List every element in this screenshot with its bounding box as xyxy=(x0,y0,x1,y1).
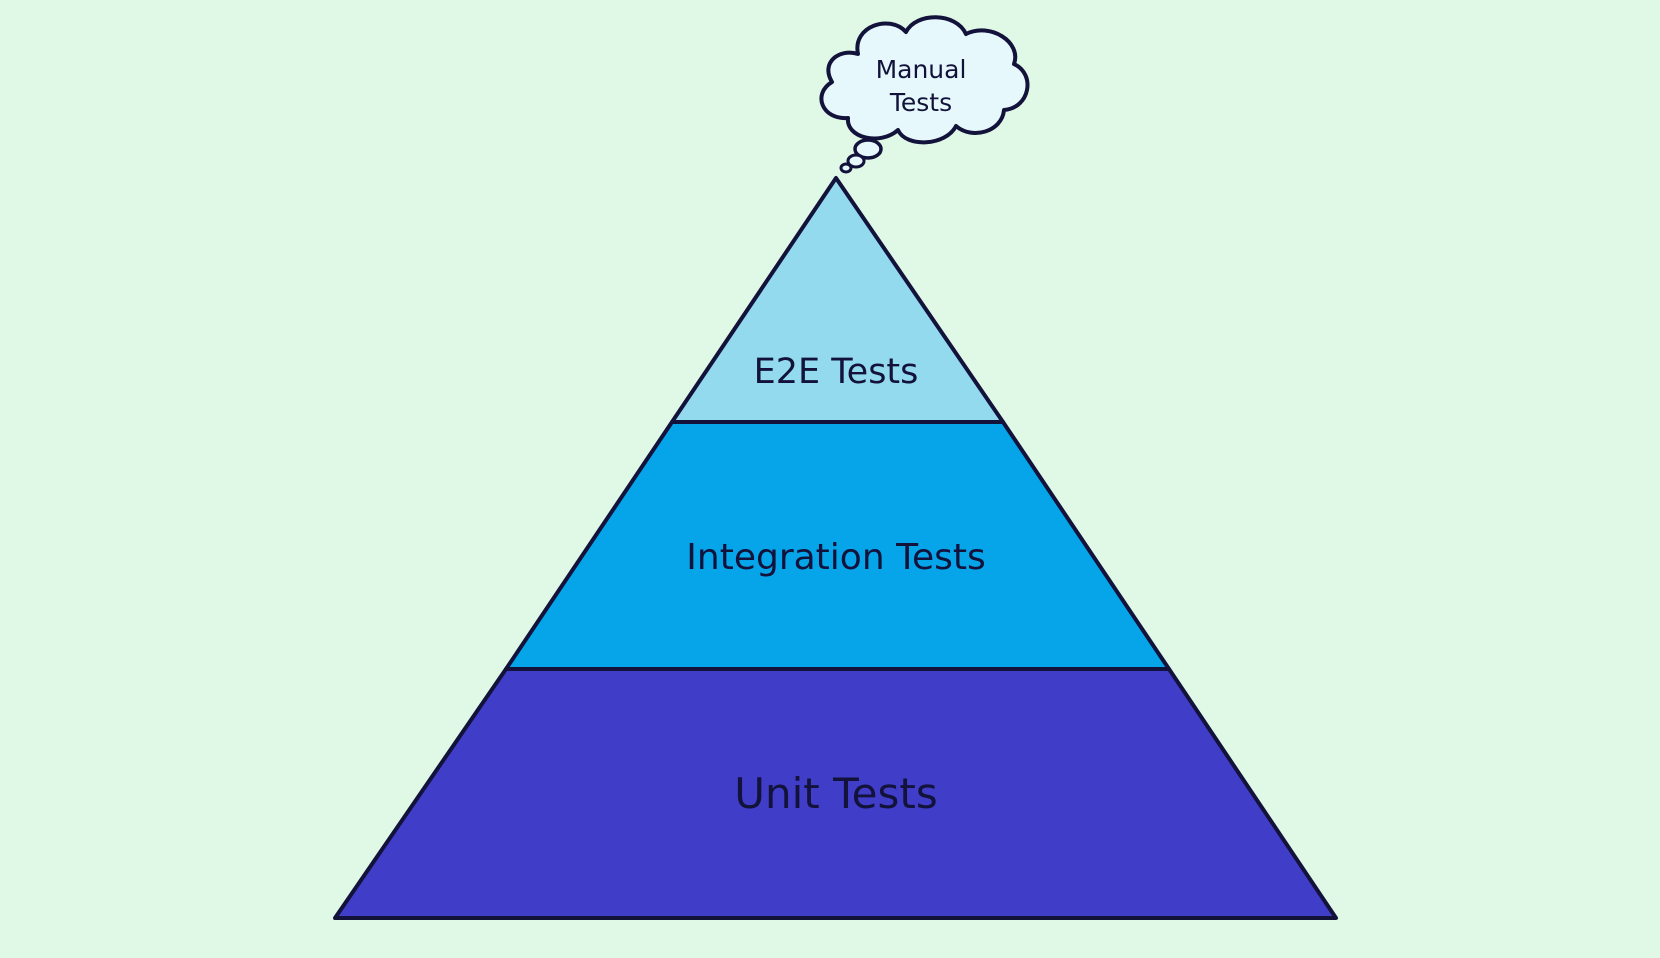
label-e2e-tests: E2E Tests xyxy=(754,352,919,392)
pyramid-layer-e2e xyxy=(670,176,1005,424)
thought-bubble-small xyxy=(839,162,853,174)
label-unit-tests: Unit Tests xyxy=(734,769,937,818)
cloud-label-line1: Manual xyxy=(876,55,967,84)
thought-bubble-large xyxy=(853,138,883,160)
thought-cloud: Manual Tests xyxy=(819,15,1030,174)
cloud-label-line2: Tests xyxy=(889,88,952,117)
cloud-shape xyxy=(819,15,1030,145)
thought-bubble-medium xyxy=(846,153,866,169)
label-integration-tests: Integration Tests xyxy=(686,537,985,578)
